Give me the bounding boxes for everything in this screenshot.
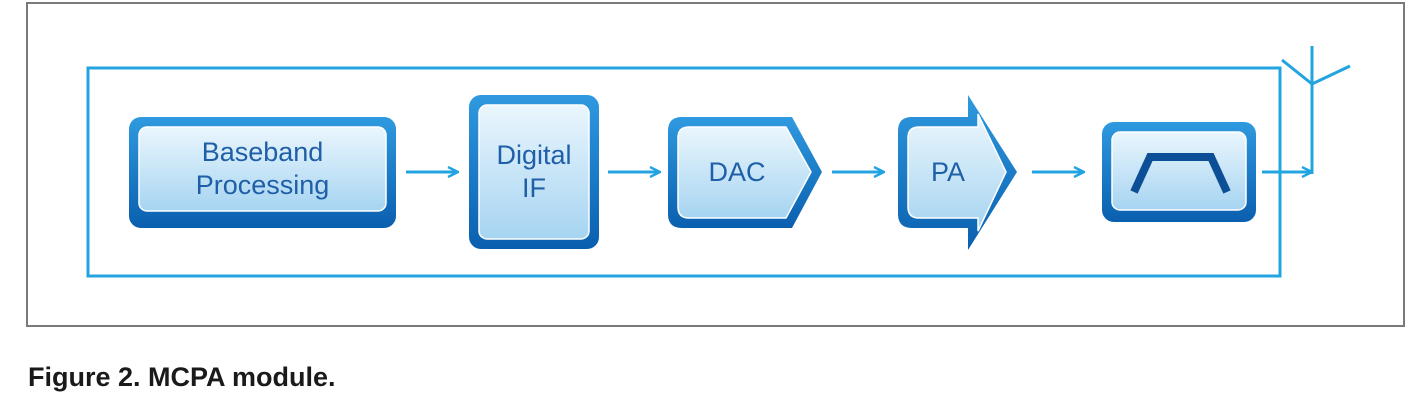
dac-label: DAC — [708, 157, 766, 187]
baseband-processing-block — [129, 117, 396, 228]
pa-label: PA — [930, 157, 965, 187]
dac-block — [668, 117, 822, 228]
filter-block — [1102, 122, 1256, 222]
block-diagram — [86, 46, 1351, 278]
pa-block — [898, 95, 1017, 250]
figure-caption: Figure 2. MCPA module. — [28, 362, 336, 392]
bandpass-filter-icon — [1130, 153, 1231, 194]
digital-if-block — [469, 95, 599, 249]
baseband-processing-label: Baseband Processing — [195, 137, 330, 200]
digital-if-label: Digital IF — [496, 140, 572, 203]
antenna-icon — [1281, 46, 1351, 174]
